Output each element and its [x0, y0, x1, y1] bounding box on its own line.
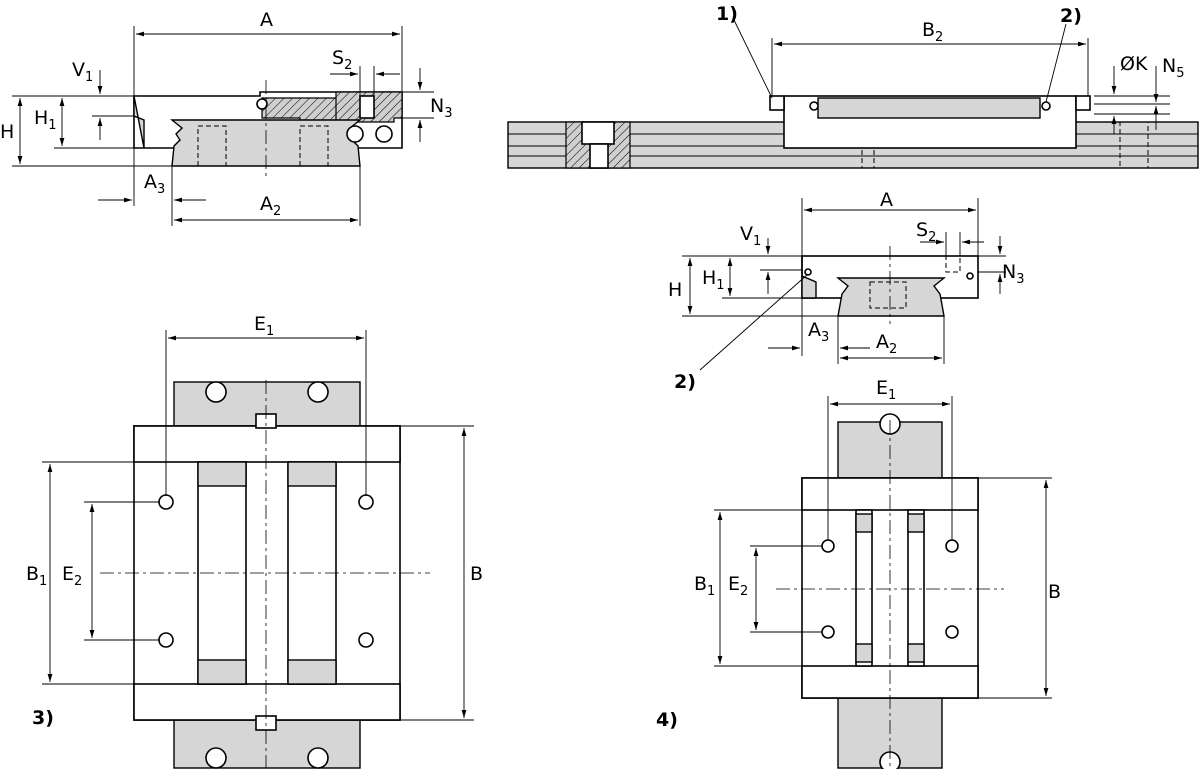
label-E2-bottom-right: E2 [728, 573, 748, 599]
label-B-bottom-right: B [1048, 581, 1061, 603]
label-B1-bottom-left: B1 [26, 563, 47, 589]
label-E2-bottom-left: E2 [62, 563, 82, 589]
label-A3-mid-right: A3 [808, 319, 829, 345]
bottom-right-top-view [714, 396, 1052, 769]
note-2-mid: 2) [674, 371, 696, 393]
label-A-top-left: A [260, 9, 273, 31]
label-E1-bottom-left: E1 [254, 313, 274, 339]
dimension-labels: A V1 S2 N3 H H1 A3 A2 B2 ØK N5 1) 2) A V… [0, 3, 1185, 731]
label-V1-top-left: V1 [72, 59, 93, 85]
bottom-left-top-view [42, 330, 474, 769]
label-V1-mid-right: V1 [740, 223, 761, 249]
top-right-side-view [507, 19, 1199, 169]
note-4: 4) [656, 709, 678, 731]
label-A-mid-right: A [880, 189, 893, 211]
label-A2-top-left: A2 [260, 193, 281, 219]
note-1: 1) [716, 3, 738, 25]
mid-right-section-view [682, 198, 1006, 371]
label-H1-mid-right: H1 [702, 267, 725, 293]
label-A3-top-left: A3 [144, 171, 165, 197]
top-left-section-view [12, 26, 434, 226]
label-diameter-K: ØK [1120, 53, 1148, 75]
label-E1-bottom-right: E1 [876, 377, 896, 403]
label-H-top-left: H [0, 121, 14, 143]
label-B-bottom-left: B [470, 563, 483, 585]
label-B2: B2 [922, 19, 943, 45]
label-A2-mid-right: A2 [876, 331, 897, 357]
label-N3-mid-right: N3 [1002, 261, 1025, 287]
label-S2-top-left: S2 [332, 47, 352, 73]
label-N3-top-left: N3 [430, 95, 453, 121]
label-H1-top-left: H1 [34, 107, 57, 133]
label-B1-bottom-right: B1 [694, 573, 715, 599]
note-3: 3) [32, 707, 54, 729]
label-H-mid-right: H [668, 279, 682, 301]
label-N5: N5 [1162, 55, 1185, 81]
note-2-top: 2) [1060, 5, 1082, 27]
label-S2-mid-right: S2 [916, 219, 936, 245]
